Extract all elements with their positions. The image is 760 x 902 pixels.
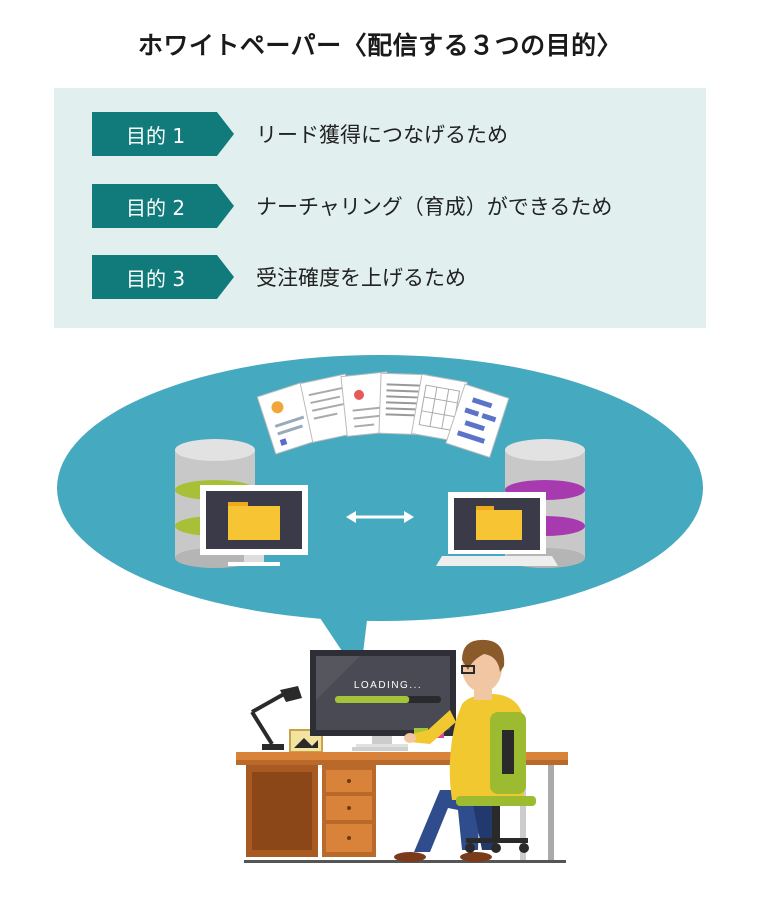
purpose-text-1: リード獲得につなげるため xyxy=(256,123,508,147)
desk-icon xyxy=(236,752,568,860)
computer-monitor-icon: LOADING... xyxy=(310,650,456,748)
purpose-item-1: 目的 1 リード獲得につなげるため xyxy=(92,112,508,156)
illustration: LOADING... xyxy=(57,355,703,863)
purpose-tag-2: 目的 2 xyxy=(92,184,234,228)
office-chair-icon xyxy=(456,712,536,853)
desk-lamp-icon xyxy=(250,686,302,750)
documents-icon xyxy=(256,371,510,458)
purpose-list: 目的 1 リード獲得につなげるため 目的 2 ナーチャリング（育成）ができるため… xyxy=(54,88,706,328)
purpose-tag-1: 目的 1 xyxy=(92,112,234,156)
folder-icon xyxy=(228,502,280,540)
laptop-right-icon xyxy=(436,492,558,566)
loading-bar-fill xyxy=(335,696,410,703)
purpose-text-3: 受注確度を上げるため xyxy=(256,266,466,290)
purpose-tag-3: 目的 3 xyxy=(92,255,234,299)
folder-icon xyxy=(476,506,522,540)
monitor-left-icon xyxy=(200,485,308,566)
purpose-item-2: 目的 2 ナーチャリング（育成）ができるため xyxy=(92,184,612,228)
purpose-text-2: ナーチャリング（育成）ができるため xyxy=(256,195,613,219)
loading-label: LOADING... xyxy=(354,680,422,691)
page-title: ホワイトペーパー〈配信する３つの目的〉 xyxy=(137,31,623,60)
transfer-arrow-icon xyxy=(346,511,414,523)
purpose-item-3: 目的 3 受注確度を上げるため xyxy=(92,255,466,299)
keyboard-icon xyxy=(352,747,408,751)
